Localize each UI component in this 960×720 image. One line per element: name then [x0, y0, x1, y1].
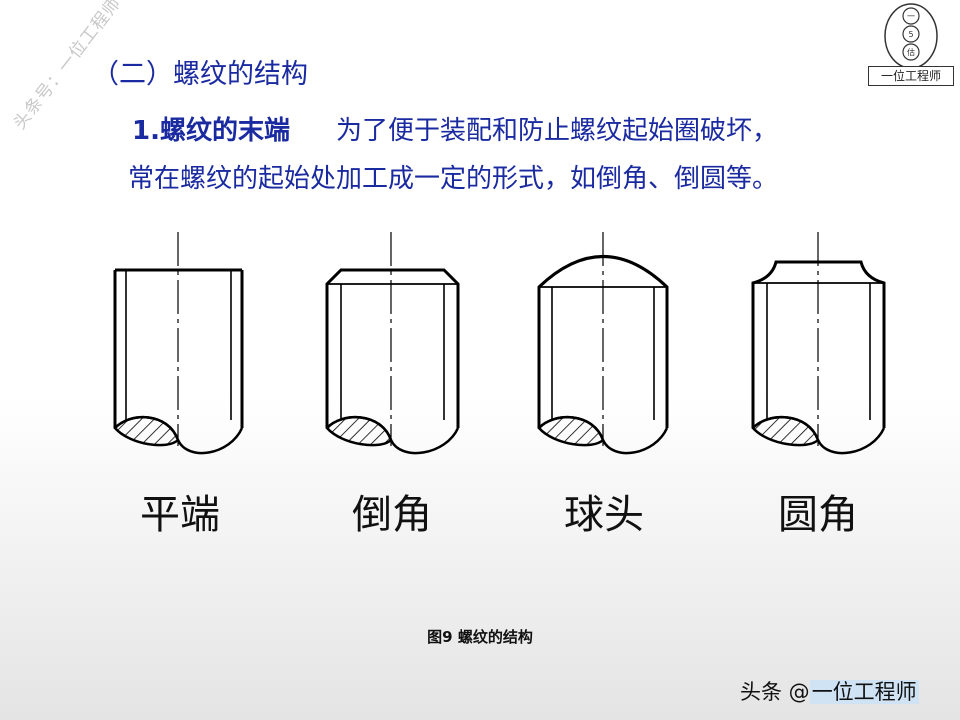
footer-brand-name: 一位工程师 — [809, 680, 919, 704]
footer-prefix: 头条 @ — [740, 680, 810, 704]
rounded-end-drawing — [751, 232, 886, 455]
figure-caption: 图9 螺纹的结构 — [427, 628, 533, 646]
logo-char-1: 一 — [907, 12, 915, 21]
footer-brand: 头条 @一位工程师 — [740, 676, 919, 706]
logo-char-2: 5 — [908, 30, 913, 39]
paragraph-heading: 1.螺纹的末端 — [132, 116, 290, 146]
flat-end-drawing — [113, 232, 244, 455]
paragraph-text-1: 为了便于装配和防止螺纹起始圈破坏， — [335, 116, 778, 146]
label-flat-end: 平端 — [140, 492, 220, 538]
label-chamfer: 倒角 — [352, 492, 432, 538]
ball-end-drawing — [537, 232, 669, 455]
logo-char-3: 估 — [907, 47, 915, 57]
paragraph-line-1: 1.螺纹的末端 为了便于装配和防止螺纹起始圈破坏， — [132, 110, 778, 147]
label-rounded-end: 圆角 — [778, 492, 858, 538]
logo-label: 一位工程师 — [868, 66, 954, 86]
paragraph-line-2: 常在螺纹的起始处加工成一定的形式，如倒角、倒圆等。 — [128, 164, 779, 194]
chamfer-end-drawing — [325, 232, 460, 455]
label-ball-end: 球头 — [564, 492, 644, 538]
section-title: （二）螺纹的结构 — [92, 59, 308, 90]
